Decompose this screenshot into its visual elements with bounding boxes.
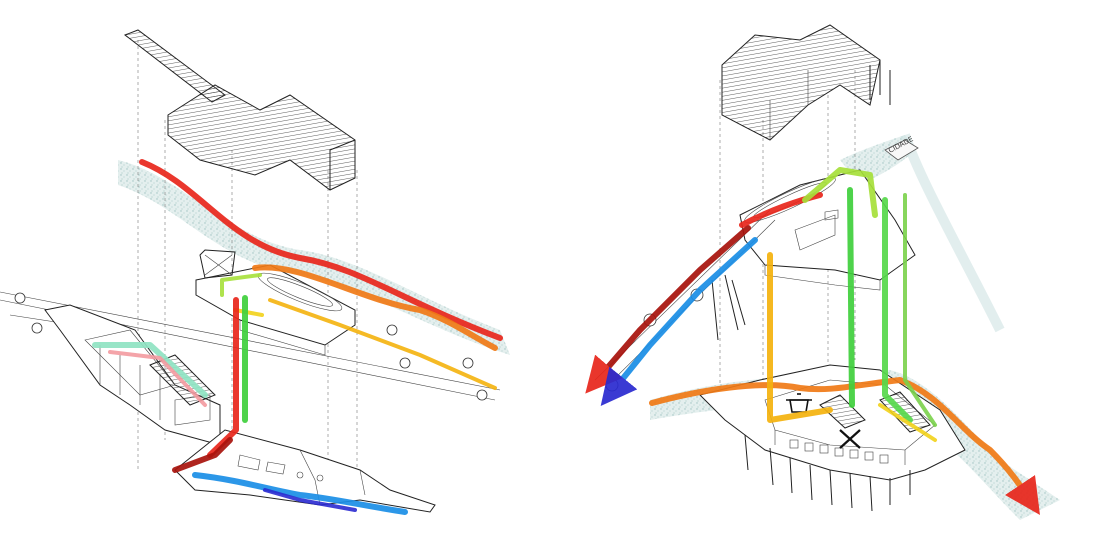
left-upper-roof (123, 29, 356, 191)
left-mint-flow (92, 342, 208, 398)
right-building-columns (744, 434, 911, 512)
right-green-flow-2 (882, 197, 913, 423)
left-vertical-red-flow (207, 297, 239, 458)
left-red-flow (139, 159, 503, 341)
right-amber-flow (767, 252, 833, 423)
right-lightgreen-flow (802, 167, 878, 218)
left-darkblue-flow (263, 488, 357, 512)
left-yellow-flow (233, 308, 264, 317)
left-amber-flow (268, 298, 497, 390)
right-station-diagram: CIDADE (585, 24, 1060, 520)
cutlery-icon (839, 429, 861, 449)
right-red-flow (739, 192, 823, 228)
left-lower-building (44, 304, 221, 446)
right-yellow-flow (878, 403, 937, 442)
left-middle-platform (195, 249, 356, 356)
right-orange-flow (649, 377, 1040, 515)
right-green-flow (847, 187, 855, 408)
right-pylons (711, 274, 746, 341)
left-pink-flow (108, 350, 207, 407)
right-upper-roof (721, 24, 891, 141)
left-orange-flow (252, 264, 498, 351)
left-darkred-flow (172, 437, 233, 473)
right-building-windows (789, 439, 889, 464)
left-station-diagram (0, 29, 510, 515)
right-green-flow-3 (903, 193, 937, 427)
right-upper-platform (739, 169, 916, 291)
left-blue-flow (192, 472, 408, 515)
left-ground-platform (174, 429, 436, 513)
left-lightgreen-flow (220, 273, 262, 297)
right-blue-flow (600, 237, 758, 406)
right-darkred-flow (585, 225, 751, 394)
